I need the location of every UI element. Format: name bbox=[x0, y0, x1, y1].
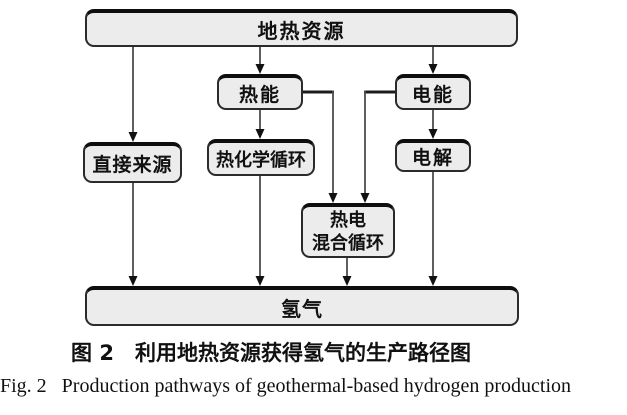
node-hybrid-cycle-label-line2: 混合循环 bbox=[312, 232, 384, 254]
node-geothermal-resources: 地热资源 bbox=[85, 9, 518, 47]
connector-direct-to-hydrogen bbox=[128, 183, 138, 286]
connector-electrolysis-to-hydrogen bbox=[428, 172, 438, 286]
connector-electric-to-electrolysis bbox=[428, 110, 438, 139]
connector-thermochemical-to-hydrogen bbox=[255, 176, 265, 286]
node-hybrid-cycle-label-line1: 热电 bbox=[330, 209, 366, 231]
node-thermochemical-cycle: 热化学循环 bbox=[207, 139, 315, 176]
node-hydrogen-label: 氢气 bbox=[281, 296, 323, 321]
node-thermochemical-cycle-label: 热化学循环 bbox=[216, 149, 306, 171]
connector-geothermal-to-direct-source bbox=[128, 47, 138, 142]
connector-geothermal-to-electric-energy bbox=[428, 47, 438, 74]
node-thermal-energy: 热能 bbox=[217, 74, 303, 110]
connector-electric-to-hybrid bbox=[360, 90, 395, 203]
node-electrolysis-label: 电解 bbox=[411, 147, 454, 169]
figure-caption-chinese: 图 2 利用地热资源获得氢气的生产路径图 bbox=[71, 341, 471, 365]
figure-caption-english: Fig. 2 Production pathways of geothermal… bbox=[0, 375, 571, 397]
node-electric-energy: 电能 bbox=[395, 74, 471, 110]
connector-hybrid-to-hydrogen bbox=[342, 258, 352, 286]
connector-thermal-to-hybrid bbox=[302, 90, 338, 203]
node-hybrid-cycle: 热电 混合循环 bbox=[301, 203, 395, 258]
node-electrolysis: 电解 bbox=[395, 139, 471, 172]
node-thermal-energy-label: 热能 bbox=[238, 83, 281, 106]
node-direct-source: 直接来源 bbox=[83, 142, 182, 183]
node-electric-energy-label: 电能 bbox=[411, 83, 454, 106]
node-geothermal-resources-label: 地热资源 bbox=[257, 18, 346, 43]
node-direct-source-label: 直接来源 bbox=[92, 154, 173, 176]
connector-geothermal-to-thermal-energy bbox=[255, 47, 265, 74]
connector-thermal-to-thermochemical bbox=[255, 110, 265, 139]
node-hydrogen: 氢气 bbox=[85, 286, 519, 326]
